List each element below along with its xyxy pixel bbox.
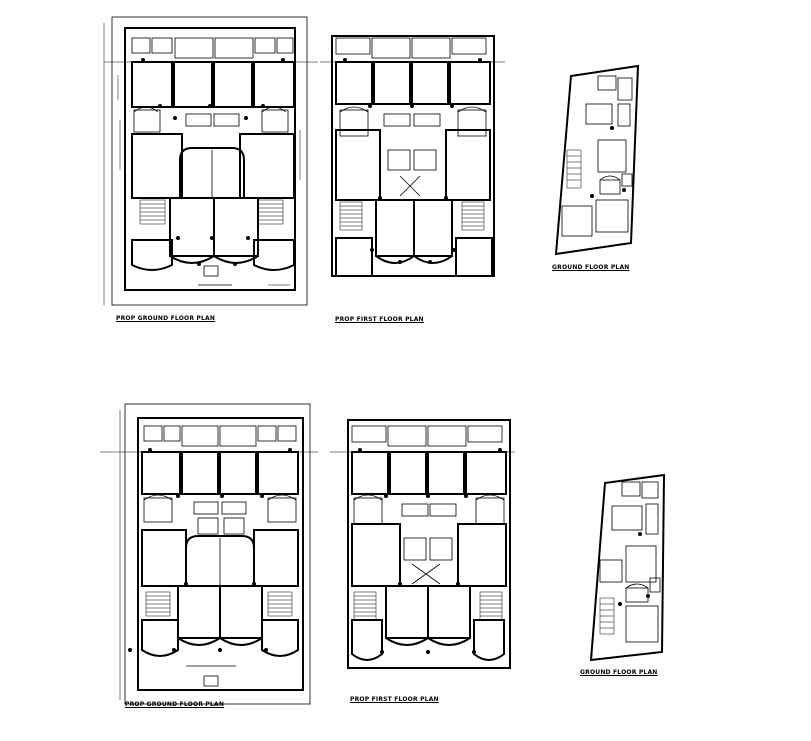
caption-top-small-ground-floor: GROUND FLOOR PLAN: [552, 264, 630, 271]
caption-top-first-floor: PROP FIRST FLOOR PLAN: [335, 316, 424, 323]
caption-bottom-small-ground-floor: GROUND FLOOR PLAN: [580, 669, 658, 676]
plan-top-ground-floor: [103, 16, 318, 306]
plan-top-small-ground-floor: [554, 64, 640, 256]
plan-top-first-floor: [320, 35, 505, 277]
plan-bottom-ground-floor: [100, 403, 318, 705]
plan-bottom-small-ground-floor: [589, 473, 666, 662]
caption-bottom-ground-floor: PROP GROUND FLOOR PLAN: [125, 701, 225, 708]
caption-bottom-first-floor: PROP FIRST FLOOR PLAN: [350, 696, 439, 703]
caption-top-ground-floor: PROP GROUND FLOOR PLAN: [116, 315, 216, 322]
plan-bottom-first-floor: [330, 419, 515, 669]
